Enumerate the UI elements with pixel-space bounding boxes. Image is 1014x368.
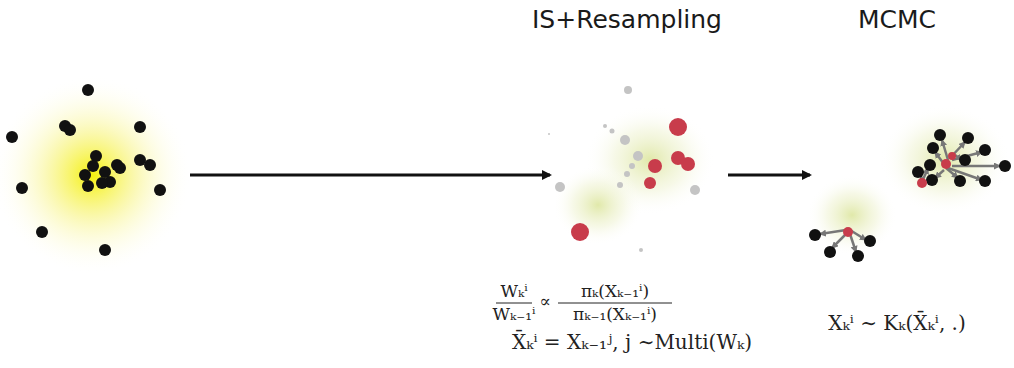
formula-part: πₖ(Xₖ₋₁ⁱ) [581, 282, 649, 301]
formula-part: Wₖ₋₁ⁱ [493, 305, 536, 324]
heading: MCMC [858, 6, 936, 34]
formula-part: πₖ₋₁(Xₖ₋₁ⁱ) [573, 305, 657, 324]
formula-part: Wₖⁱ [500, 282, 527, 301]
formula-part: ∝ [539, 292, 551, 311]
formula: X̄ₖⁱ = Xₖ₋₁ʲ, j ∼Multi(Wₖ) [512, 331, 752, 353]
heading: IS+Resampling [532, 6, 722, 34]
formula: Xₖⁱ ∼ Kₖ(X̄ₖⁱ, .) [828, 312, 966, 334]
